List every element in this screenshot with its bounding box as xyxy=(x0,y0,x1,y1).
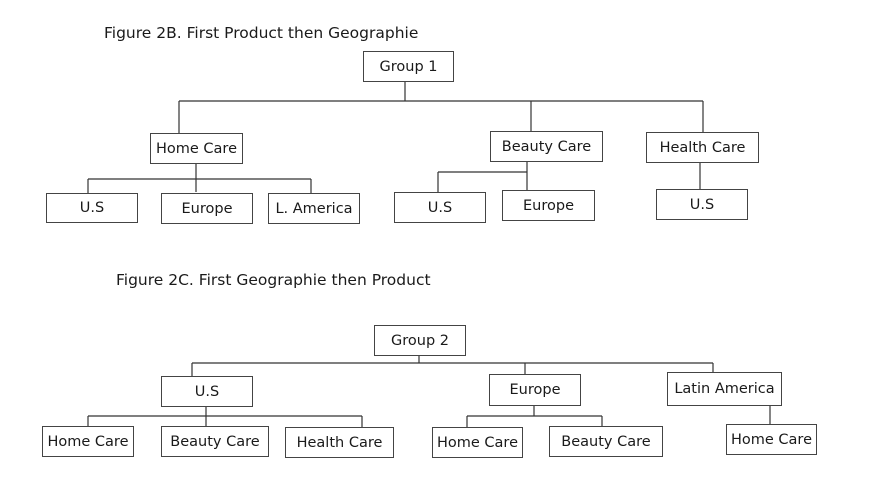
node-health-care-us: U.S xyxy=(656,189,748,220)
node-europe-home-care: Home Care xyxy=(432,427,523,458)
node-home-care-europe: Europe xyxy=(161,193,253,224)
node-us-beauty-care: Beauty Care xyxy=(161,426,269,457)
node-us-health-care: Health Care xyxy=(285,427,394,458)
node-beauty-care-europe: Europe xyxy=(502,190,595,221)
node-group-2: Group 2 xyxy=(374,325,466,356)
node-home-care: Home Care xyxy=(150,133,243,164)
node-europe-beauty-care: Beauty Care xyxy=(549,426,663,457)
node-beauty-care-us: U.S xyxy=(394,192,486,223)
node-health-care: Health Care xyxy=(646,132,759,163)
node-latin-america: Latin America xyxy=(667,372,782,406)
node-us: U.S xyxy=(161,376,253,407)
node-us-home-care: Home Care xyxy=(42,426,134,457)
node-group-1: Group 1 xyxy=(363,51,454,82)
node-beauty-care: Beauty Care xyxy=(490,131,603,162)
node-europe: Europe xyxy=(489,374,581,406)
node-home-care-latin-america: L. America xyxy=(268,193,360,224)
node-latin-america-home-care: Home Care xyxy=(726,424,817,455)
figure-2b-caption: Figure 2B. First Product then Geographie xyxy=(104,24,419,42)
node-home-care-us: U.S xyxy=(46,193,138,223)
figure-2c-caption: Figure 2C. First Geographie then Product xyxy=(116,271,431,289)
